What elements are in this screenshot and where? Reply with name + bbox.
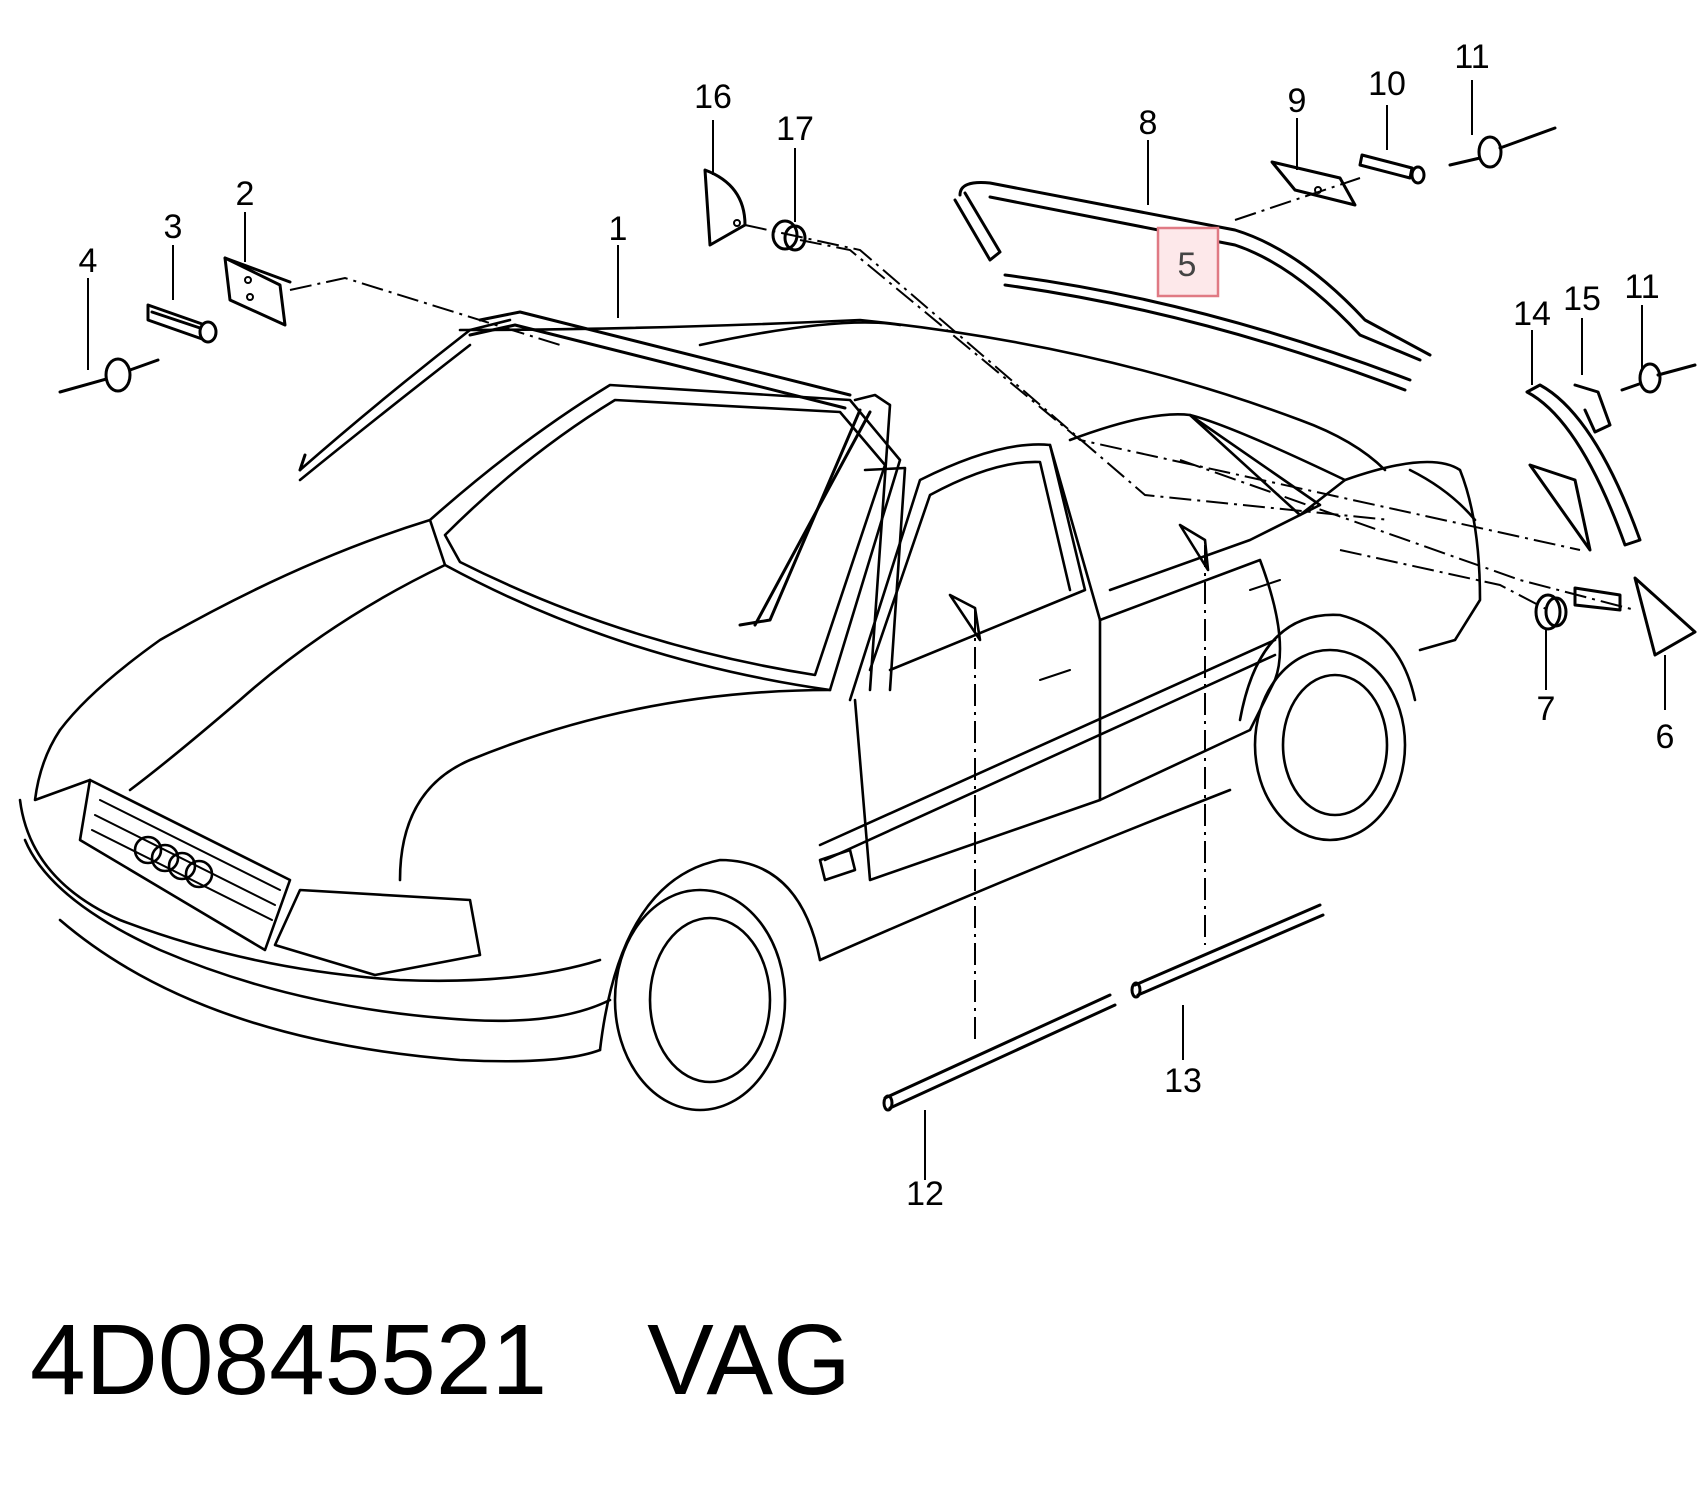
callout-17: 17 xyxy=(776,110,814,148)
placement-lines xyxy=(289,177,1636,1045)
callout-7: 7 xyxy=(1537,690,1556,728)
callout-1: 1 xyxy=(609,210,628,248)
part-14-pillar-trim xyxy=(1525,383,1642,547)
callout-11-right: 11 xyxy=(1624,268,1659,306)
callout-14: 14 xyxy=(1513,295,1551,333)
part-5-molding-strip xyxy=(1003,273,1412,392)
callout-15: 15 xyxy=(1563,280,1601,318)
part-7-grommet xyxy=(1534,593,1568,631)
part-16-trim-cap xyxy=(703,168,747,247)
callout-11-top: 11 xyxy=(1454,38,1489,76)
quarter-trim-piece xyxy=(1528,463,1592,552)
callout-13: 13 xyxy=(1164,1062,1202,1100)
part-15-bracket xyxy=(1573,383,1612,434)
part-1-windshield-molding xyxy=(298,310,872,627)
part-4-rivet xyxy=(58,357,160,394)
part-10-clip xyxy=(1358,153,1426,185)
callout-12: 12 xyxy=(906,1175,944,1213)
part-13-side-molding xyxy=(1130,903,1325,999)
part-2-clip-bracket xyxy=(223,256,292,327)
callout-6: 6 xyxy=(1656,718,1675,756)
part-17-grommet xyxy=(771,219,807,252)
door-patch-rear xyxy=(1178,523,1210,572)
part-6-triangle-cap xyxy=(1573,576,1697,657)
callout-3: 3 xyxy=(164,208,183,246)
callout-8: 8 xyxy=(1139,104,1158,142)
callout-5: 5 xyxy=(1178,246,1197,284)
callout-4: 4 xyxy=(79,242,98,280)
part-11-rivet-right xyxy=(1620,362,1697,394)
callout-2: 2 xyxy=(236,175,255,213)
callout-16: 16 xyxy=(694,78,732,116)
door-patch-front xyxy=(948,593,982,642)
car-body xyxy=(18,318,1482,1112)
callout-9: 9 xyxy=(1288,82,1307,120)
caption: 4D0845521 VAG xyxy=(30,1300,851,1420)
part-12-side-molding xyxy=(882,993,1117,1112)
part-11-rivet-top xyxy=(1448,126,1557,169)
callout-5-highlight xyxy=(1156,226,1220,298)
brand-label: VAG xyxy=(647,1304,851,1416)
callout-10: 10 xyxy=(1368,65,1406,103)
part-number-label: 4D0845521 xyxy=(30,1304,548,1416)
part-3-clip xyxy=(146,303,218,344)
callout-labels: 1 2 3 4 5 6 7 8 9 10 11 12 13 14 15 16 1… xyxy=(79,38,1675,1213)
leader-lines xyxy=(87,80,1666,1180)
part-8-drip-molding xyxy=(953,181,1432,362)
